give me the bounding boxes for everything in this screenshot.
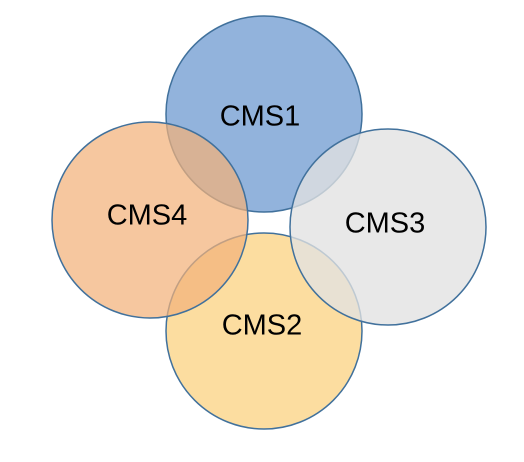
circle-cms3 (289, 128, 487, 326)
circle-cms4 (51, 121, 249, 319)
label-cms1: CMS1 (220, 101, 301, 133)
label-cms4: CMS4 (107, 200, 188, 232)
circle-cms4-shape (51, 121, 249, 319)
circle-cms3-shape (289, 128, 487, 326)
label-cms2: CMS2 (222, 310, 303, 342)
label-cms3: CMS3 (345, 208, 426, 240)
